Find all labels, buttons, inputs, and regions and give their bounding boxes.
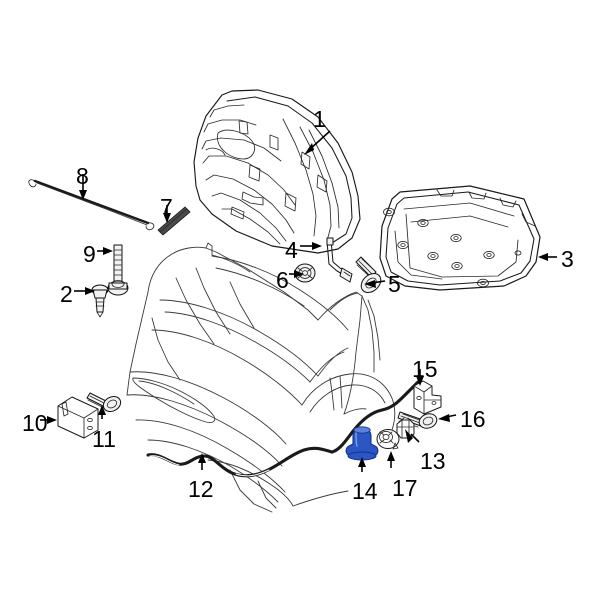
part-hinge-bolt[interactable] xyxy=(355,256,385,296)
part-prop-rod[interactable] xyxy=(28,179,155,231)
callout-label-14[interactable]: 14 xyxy=(352,478,378,504)
callout-label-15[interactable]: 15 xyxy=(412,356,438,382)
vehicle-body-outline xyxy=(126,242,396,513)
part-firewall-grommet[interactable] xyxy=(376,429,400,450)
part-guide-bracket[interactable] xyxy=(413,380,442,415)
part-latch-rod[interactable] xyxy=(326,237,353,283)
callout-label-6[interactable]: 6 xyxy=(276,267,289,293)
part-release-cable[interactable] xyxy=(146,380,420,478)
part-bracket-bolt[interactable] xyxy=(86,392,123,414)
callout-label-5[interactable]: 5 xyxy=(388,271,401,297)
part-push-pin[interactable] xyxy=(91,284,109,318)
insulator-grommets xyxy=(383,207,522,288)
callout-label-13[interactable]: 13 xyxy=(420,448,446,474)
callout-label-9[interactable]: 9 xyxy=(83,241,96,267)
callout-label-3[interactable]: 3 xyxy=(561,246,574,272)
part-striker-bracket[interactable] xyxy=(57,396,99,439)
part-retainer-clip[interactable] xyxy=(157,206,191,236)
part-hood-insulator[interactable] xyxy=(379,185,541,291)
callout-label-1[interactable]: 1 xyxy=(313,106,326,132)
callout-label-4[interactable]: 4 xyxy=(285,237,298,263)
callout-label-8[interactable]: 8 xyxy=(76,163,89,189)
callout-label-12[interactable]: 12 xyxy=(188,476,214,502)
callout-label-2[interactable]: 2 xyxy=(60,281,73,307)
part-hood-panel[interactable] xyxy=(193,89,361,254)
leader-lines xyxy=(40,130,557,472)
callout-label-11[interactable]: 11 xyxy=(92,426,116,452)
callout-label-16[interactable]: 16 xyxy=(460,406,486,432)
callout-label-17[interactable]: 17 xyxy=(392,475,418,501)
part-hood-stop-bumper[interactable] xyxy=(345,426,379,461)
callout-label-7[interactable]: 7 xyxy=(160,194,173,220)
part-pivot-bolt[interactable] xyxy=(107,244,129,296)
callout-label-10[interactable]: 10 xyxy=(22,410,48,436)
